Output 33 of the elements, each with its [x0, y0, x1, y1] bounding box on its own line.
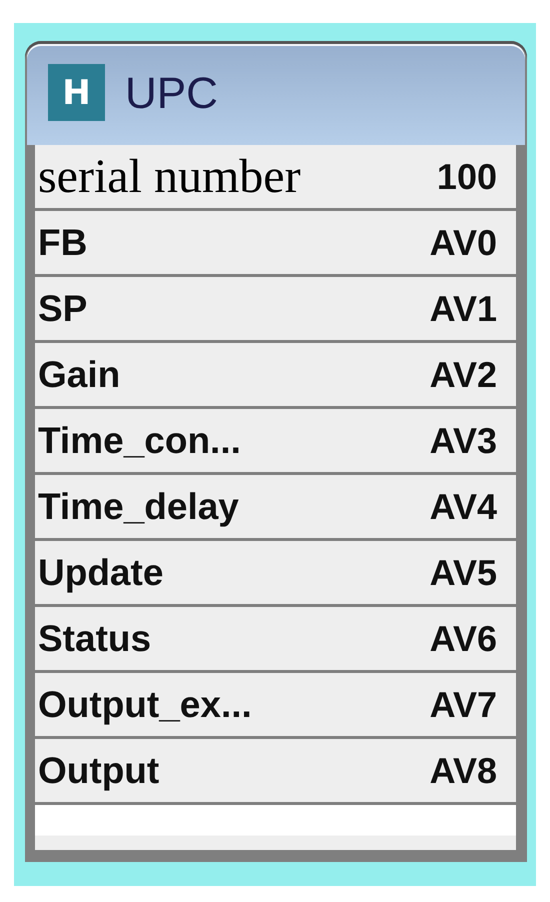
- parameter-name: Time_delay: [38, 484, 239, 528]
- letter-badge: H: [48, 64, 105, 121]
- parameter-value: AV2: [430, 352, 497, 396]
- parameter-value: AV6: [430, 616, 497, 660]
- parameter-value: AV8: [430, 748, 497, 792]
- empty-row: [35, 805, 516, 850]
- parameter-row: [35, 475, 516, 538]
- parameter-value: AV1: [430, 286, 497, 330]
- parameter-value: AV4: [430, 484, 497, 528]
- parameter-value: AV3: [430, 418, 497, 462]
- parameter-value: 100: [436, 154, 497, 198]
- parameter-row: [35, 277, 516, 340]
- parameter-row: [35, 739, 516, 802]
- parameter-name: Time_con...: [38, 418, 241, 462]
- block-title: UPC: [125, 68, 218, 120]
- parameter-name: Status: [38, 616, 152, 660]
- parameter-row: [35, 211, 516, 274]
- parameter-row: [35, 343, 516, 406]
- parameter-name: Gain: [38, 352, 120, 396]
- parameter-row: [35, 409, 516, 472]
- parameter-name: serial number: [38, 148, 301, 204]
- parameter-name: Output_ex...: [38, 682, 252, 726]
- parameter-row: [35, 673, 516, 736]
- parameter-row: [35, 541, 516, 604]
- parameter-name: FB: [38, 220, 88, 264]
- parameter-row: [35, 145, 516, 208]
- parameter-value: AV7: [430, 682, 497, 726]
- parameter-name: Update: [38, 550, 164, 594]
- parameter-value: AV5: [430, 550, 497, 594]
- parameter-name: Output: [38, 748, 160, 792]
- parameter-value: AV0: [430, 220, 497, 264]
- parameter-name: SP: [38, 286, 88, 330]
- parameter-row: [35, 607, 516, 670]
